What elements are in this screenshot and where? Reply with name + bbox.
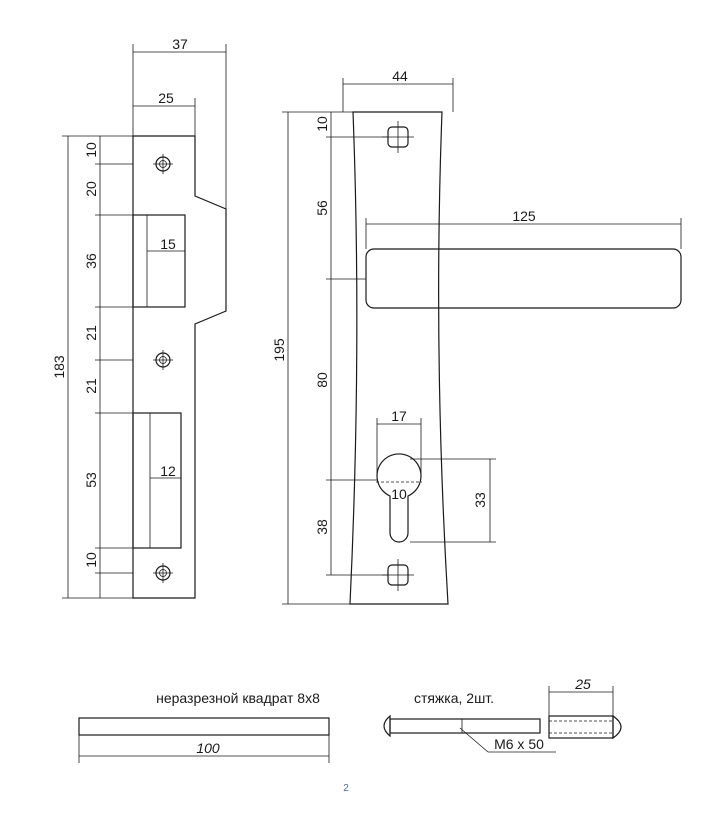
screw-size: M6 x 50	[494, 736, 544, 752]
screw-thread	[461, 718, 541, 734]
strike-slot-upper	[132, 214, 186, 308]
sleeve-head	[612, 714, 622, 740]
dim-strike-seg-2: 20	[83, 181, 99, 197]
dim-strike-slot-1: 15	[160, 236, 176, 252]
dim-cylinder-height: 33	[472, 492, 488, 508]
dim-cylinder-slot: 10	[391, 486, 407, 502]
dim-handle-seg-mid: 80	[314, 372, 330, 388]
dim-strike-height-total: 183	[51, 355, 67, 379]
dim-strike-slot-2: 12	[160, 463, 176, 479]
dim-strike-seg-1: 10	[83, 142, 99, 158]
screw-hole-icon	[153, 350, 173, 370]
dim-strike-seg-3: 36	[83, 253, 99, 269]
page-number: 2	[343, 783, 349, 794]
connecting-screw: стяжка, 2шт. M6 x 50 25	[383, 676, 622, 753]
screw-hole-icon	[153, 563, 173, 583]
spindle-label: неразрезной квадрат 8х8	[156, 690, 320, 706]
dim-handle-height-total: 195	[271, 338, 287, 362]
dim-cylinder-width: 17	[391, 408, 407, 424]
screw-shank	[389, 718, 541, 734]
spindle: неразрезной квадрат 8х8 100	[78, 690, 330, 763]
handle-plate-outline	[349, 111, 449, 605]
dim-lever-length: 125	[512, 208, 536, 224]
dim-strike-width-total: 37	[172, 36, 188, 52]
dim-handle-seg-bottom: 38	[314, 519, 330, 535]
dim-strike-seg-4: 21	[83, 325, 99, 341]
dim-handle-seg-handle: 56	[314, 200, 330, 216]
dim-strike-seg-6: 53	[83, 472, 99, 488]
dim-strike-seg-7: 10	[83, 552, 99, 568]
strike-slot-lower	[132, 412, 182, 549]
strike-plate-outline	[132, 135, 227, 599]
dim-strike-seg-5: 21	[83, 378, 99, 394]
screw-label: стяжка, 2шт.	[414, 690, 494, 706]
screw-sleeve	[548, 715, 614, 739]
dim-screw-thread: 25	[574, 676, 591, 692]
dim-spindle-length: 100	[196, 740, 220, 756]
dim-strike-width-inner: 25	[158, 90, 174, 106]
spindle-bar	[78, 717, 330, 736]
strike-plate: 37 25 183 10 20 36 21 21 53 10 15 12	[51, 36, 227, 599]
screw-head	[383, 714, 391, 738]
handle-plate: 44 195 10 56 80 38 125 17 10 33	[271, 68, 682, 605]
dim-handle-seg-top: 10	[314, 116, 330, 132]
lever-handle	[365, 248, 682, 309]
dim-handle-width: 44	[392, 68, 408, 84]
screw-hole-icon	[153, 154, 173, 174]
